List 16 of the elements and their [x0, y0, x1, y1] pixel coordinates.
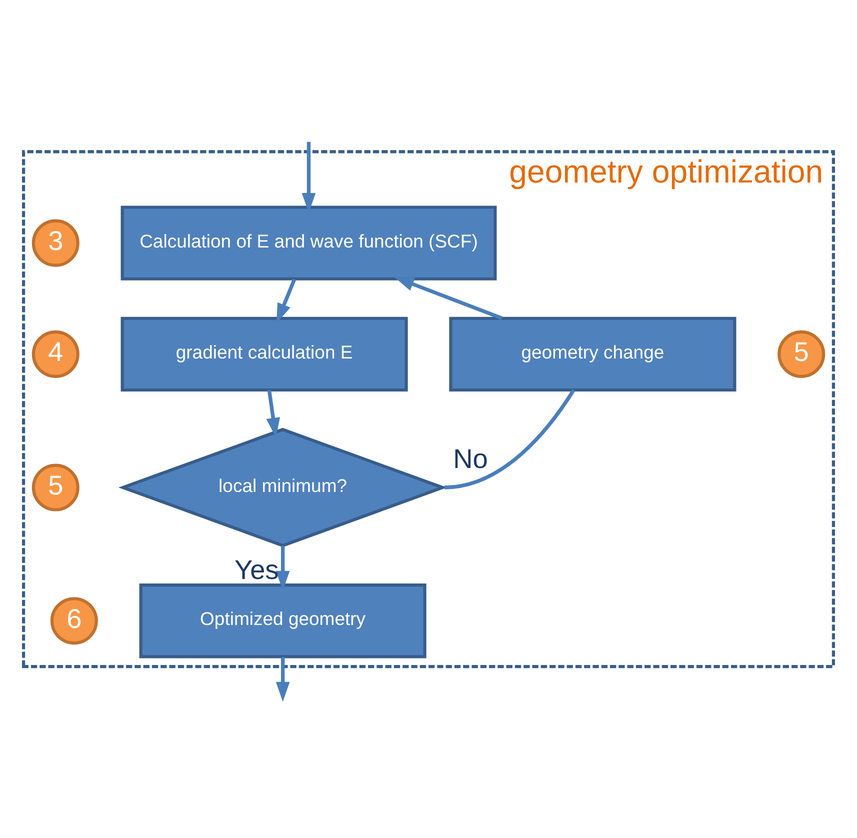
node-circle: 5 [778, 330, 826, 378]
node-box: Optimized geometry [139, 584, 426, 658]
edge-label: No [453, 442, 488, 474]
connector [444, 389, 576, 490]
arrow [276, 656, 290, 702]
node-box: gradient calculation E [120, 316, 408, 392]
edge-label: Yes [234, 554, 279, 585]
arrow [394, 276, 503, 320]
node-circle: 3 [32, 219, 80, 267]
node-circle: 4 [32, 330, 80, 378]
arrow [276, 278, 296, 324]
node-box: Calculation of E and wave function (SCF) [120, 206, 497, 280]
node-box: geometry change [449, 316, 736, 392]
node-diamond: local minimum? [118, 428, 448, 548]
node-circle: 5 [32, 464, 80, 512]
node-circle: 6 [50, 597, 98, 645]
